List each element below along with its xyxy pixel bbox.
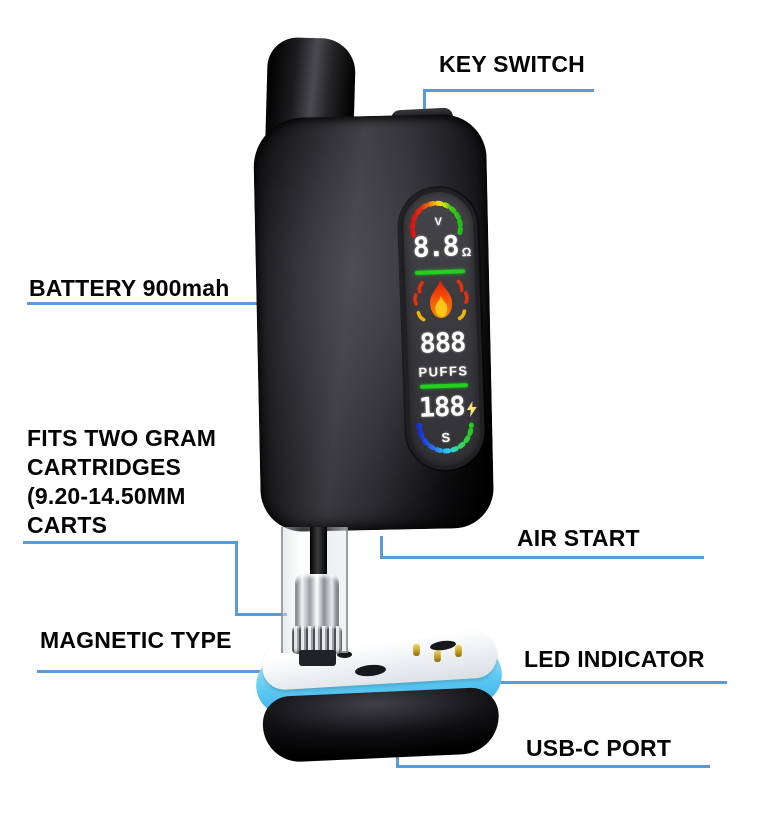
voltage-arc-icon: [409, 200, 463, 238]
label-air-start: AIR START: [517, 525, 640, 551]
base-slot: [337, 651, 352, 658]
label-battery: BATTERY 900mah: [29, 275, 230, 301]
callout-line-air-start: [380, 536, 383, 559]
callout-line-usb: [396, 747, 399, 768]
callout-line-cartridge: [23, 541, 238, 544]
label-key-switch: KEY SWITCH: [439, 51, 585, 77]
pogo-pin: [413, 643, 420, 656]
battery-arc-icon: [416, 422, 474, 454]
voltage-label: V: [434, 215, 443, 229]
callout-line-battery: [27, 302, 331, 305]
flame-icon: [413, 279, 469, 322]
callout-line-key-switch: [423, 89, 594, 92]
lightning-icon: [466, 400, 477, 418]
resistance-unit: Ω: [461, 244, 472, 260]
label-cartridge-fit: FITS TWO GRAM CARTRIDGES (9.20-14.50MM C…: [27, 425, 217, 538]
pogo-pin: [434, 649, 441, 662]
label-usb-c-port: USB-C PORT: [526, 735, 672, 761]
callout-line-air-start: [380, 556, 704, 559]
callout-line-magnetic: [37, 670, 367, 673]
label-led-indicator: LED INDICATOR: [524, 646, 705, 672]
magnetic-adapter-ring: [292, 626, 342, 654]
callout-line-usb: [396, 765, 710, 768]
callout-line-cartridge: [235, 541, 238, 616]
puff-label: PUFFS: [418, 363, 469, 380]
label-magnetic-type: MAGNETIC TYPE: [40, 627, 232, 653]
cartridge-center-post: [310, 527, 327, 579]
callout-line-key-switch: [423, 89, 426, 112]
callout-line-led: [470, 681, 727, 684]
divider-bar: [414, 269, 466, 275]
cartridge-chrome-base: [295, 574, 339, 630]
callout-line-cartridge: [235, 613, 287, 616]
base-bottom-shell: [261, 686, 501, 764]
pogo-pin: [455, 644, 462, 657]
puff-count: 888: [419, 327, 466, 360]
divider-bar: [419, 383, 469, 389]
display-screen: V 8.8 Ω 888 PUFFS 188: [398, 186, 486, 472]
cartridge-stub: [299, 650, 336, 666]
voltage-value: 8.8: [412, 229, 458, 264]
